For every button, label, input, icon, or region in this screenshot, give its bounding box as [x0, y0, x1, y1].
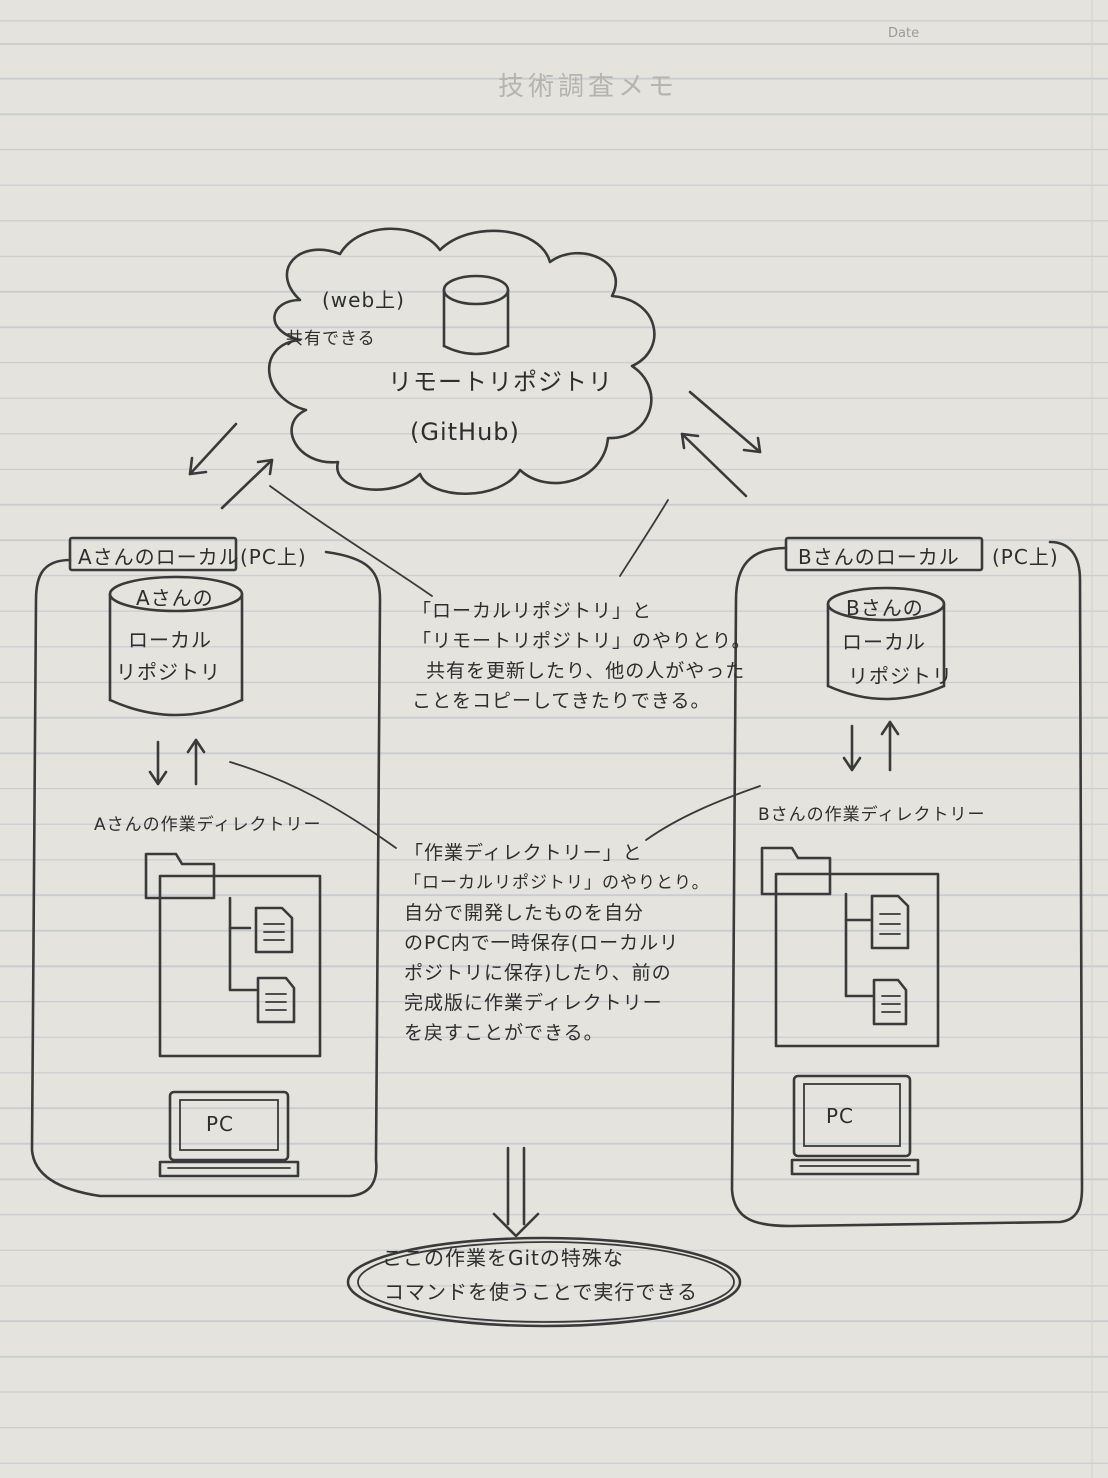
- cloud-location-label: (web上): [322, 288, 405, 312]
- remote-repo-label: リモートリポジトリ: [388, 368, 613, 396]
- workdir-note-line: 「ローカルリポジトリ」のやりとり。: [404, 873, 710, 893]
- workdir-a-tree-icon: [144, 852, 322, 1058]
- local-a-repo-cylinder-icon: [108, 575, 244, 717]
- leader-line-remote-right: [619, 499, 669, 577]
- cloud-shared-note: 共有できる: [286, 329, 376, 349]
- sync-arrows-a: [188, 422, 274, 510]
- local-b-frame: [730, 536, 1084, 1228]
- local-b-arrows: [842, 720, 900, 772]
- local-b-repo-line2: ローカル: [842, 630, 926, 654]
- conclusion-line1: ここの作業をGitの特殊な: [382, 1246, 624, 1270]
- file-icon: [872, 978, 908, 1026]
- local-a-pc-note: (PC上): [240, 545, 307, 569]
- local-a-workdir-label: Aさんの作業ディレクトリー: [94, 815, 322, 835]
- workdir-note-line: 「作業ディレクトリー」と: [404, 842, 643, 864]
- local-b-repo-line3: リポジトリ: [848, 664, 953, 688]
- leader-line-workdir-left: [229, 761, 397, 849]
- leader-line-workdir-right: [645, 785, 761, 841]
- remote-note-line: ことをコピーしてきたりできる。: [412, 690, 711, 712]
- workdir-note-line: を戻すことができる。: [404, 1022, 604, 1044]
- date-label: Date: [888, 26, 920, 41]
- sync-arrows-b: [680, 390, 762, 498]
- cloud-shape: [267, 227, 656, 496]
- remote-repo-service: (GitHub): [410, 418, 520, 446]
- workdir-b-tree-icon: [760, 846, 940, 1048]
- file-icon: [256, 976, 296, 1024]
- remote-repo-cylinder-icon: [442, 274, 510, 356]
- local-a-arrows: [148, 738, 206, 786]
- local-a-frame: [30, 536, 382, 1198]
- workdir-note-line: 自分で開発したものを自分: [404, 902, 645, 924]
- local-b-workdir-label: Bさんの作業ディレクトリー: [758, 805, 986, 825]
- remote-note: 「ローカルリポジトリ」と 「リモートリポジトリ」のやりとり。 共有を更新したり、…: [412, 596, 752, 716]
- leader-line-remote-left: [269, 485, 433, 597]
- workdir-note-line: のPC内で一時保存(ローカルリ: [404, 932, 680, 954]
- local-a-repo-line2: ローカル: [128, 628, 212, 652]
- pc-b-label: PC: [826, 1104, 855, 1128]
- workdir-note: 「作業ディレクトリー」と 「ローカルリポジトリ」のやりとり。 自分で開発したもの…: [404, 838, 710, 1048]
- remote-note-line: 共有を更新したり、他の人がやった: [426, 660, 746, 682]
- pc-b-icon: [790, 1074, 920, 1176]
- local-b-title: Bさんのローカル: [798, 545, 960, 569]
- conclusion-ellipse: [346, 1236, 742, 1328]
- conclusion-line2: コマンドを使うことで実行できる: [384, 1280, 698, 1304]
- workdir-note-line: ポジトリに保存)したり、前の: [404, 962, 672, 984]
- local-a-repo-line1: Aさんの: [136, 586, 214, 610]
- pc-a-label: PC: [206, 1112, 235, 1136]
- faint-title: 技術調査メモ: [498, 72, 679, 102]
- local-a-title: Aさんのローカル: [78, 545, 240, 569]
- remote-note-line: 「リモートリポジトリ」のやりとり。: [412, 630, 752, 652]
- workdir-note-line: 完成版に作業ディレクトリー: [404, 992, 663, 1014]
- file-icon: [870, 894, 910, 950]
- local-a-repo-line3: リポジトリ: [116, 660, 221, 684]
- local-b-repo-line1: Bさんの: [846, 596, 924, 620]
- remote-note-line: 「ローカルリポジトリ」と: [412, 600, 653, 622]
- file-icon: [254, 906, 294, 954]
- local-b-repo-cylinder-icon: [826, 586, 946, 701]
- double-down-arrow-icon: [492, 1146, 540, 1238]
- pc-a-icon: [158, 1090, 300, 1178]
- local-b-pc-note: (PC上): [992, 545, 1059, 569]
